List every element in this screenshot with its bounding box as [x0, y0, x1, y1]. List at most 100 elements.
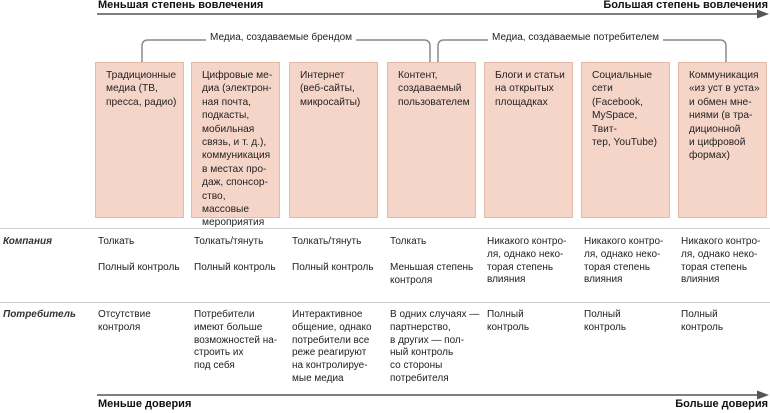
media-column-line: мероприятия [202, 217, 265, 229]
consumer-cell-line: Интерактивное [292, 309, 363, 320]
company-push-cell-line: торая степень [584, 261, 651, 273]
media-column-line: Традиционные [106, 70, 177, 81]
media-column-line: диционной [689, 123, 741, 135]
company-push-cell: Толкать/тянуть [292, 236, 361, 249]
media-column-line: мобильная [202, 123, 255, 135]
media-column-line: формах) [689, 150, 730, 162]
media-column-2: Цифровые ме-диа (электрон-ная почта,подк… [191, 62, 280, 228]
company-push-cell: Никакого контро-ля, однако неко-торая ст… [681, 236, 760, 287]
media-column-line: пресса, радио) [106, 96, 177, 108]
media-column-line: ниями (в тра- [689, 110, 753, 122]
consumer-cell-line: контроль [584, 321, 627, 333]
company-push-cell-line: торая степень [487, 261, 554, 273]
brand-bracket [141, 39, 431, 62]
top-axis-arrow [97, 9, 769, 19]
consumer-bracket [437, 39, 727, 62]
media-column-line: «из уст в уста» [689, 83, 760, 95]
company-push-cell-line: Толкать/тянуть [292, 236, 362, 247]
consumer-cell-line: общение, однако [292, 321, 372, 333]
company-push-cell-line: Никакого контро- [487, 236, 567, 247]
consumer-cell-line: контроль [487, 321, 530, 333]
consumer-cell-line: ный контроль [390, 347, 454, 359]
bottom-axis-arrow [97, 390, 769, 400]
media-column-line: площадках [495, 96, 548, 108]
company-push-cell: Толкать [98, 236, 134, 249]
consumer-cell-line: Полный [487, 309, 524, 320]
media-column-line: Коммуникация [689, 70, 759, 81]
company-push-cell: Никакого контро-ля, однако неко-торая ст… [584, 236, 663, 287]
consumer-cell-line: Отсутствие [98, 309, 151, 320]
company-control-cell: Полный контроль [98, 262, 180, 275]
consumer-cell-line: на контролируе- [292, 360, 368, 372]
separator-line [0, 228, 770, 229]
company-push-cell-line: ля, однако неко- [487, 248, 564, 260]
media-column-7: Коммуникация «из уст в уста»и обмен мне-н… [678, 62, 767, 218]
company-push-cell: Толкать [390, 236, 426, 249]
row-label-company: Компания [3, 236, 52, 247]
media-column-line: (веб-сайты, [300, 83, 355, 95]
consumer-cell-line: Полный [681, 309, 718, 320]
row-label-consumer: Потребитель [3, 309, 76, 320]
company-control-cell-line: контроля [390, 274, 433, 286]
bottom-axis-right-label: Больше доверия [675, 398, 768, 410]
media-column-line: тер, YouTube) [592, 137, 657, 149]
media-column-line: пользователем [398, 96, 470, 108]
company-push-cell-line: влияния [487, 274, 526, 286]
media-column-line: MySpace, Твит- [592, 110, 638, 135]
company-control-cell-line: Полный контроль [98, 262, 180, 273]
media-column-line: Социальные [592, 70, 653, 81]
media-column-3: Интернет(веб-сайты,микросайты) [289, 62, 378, 218]
consumer-cell-line: Полный [584, 309, 621, 320]
consumer-cell-line: в других — пол- [390, 334, 465, 346]
media-column-line: диа (электрон- [202, 83, 272, 95]
media-column-line: и цифровой [689, 137, 746, 149]
media-column-line: (Facebook, [592, 96, 643, 108]
top-axis-left-label: Меньшая степень вовлечения [98, 0, 264, 11]
media-column-line: ство, массовые [202, 190, 250, 216]
company-push-cell-line: Никакого контро- [584, 236, 664, 247]
media-column-line: даж, спонсор- [202, 177, 268, 189]
separator-line [0, 302, 770, 303]
consumer-cell-line: Потребители [194, 309, 255, 320]
consumer-cell-line: В одних случаях — [390, 309, 480, 320]
company-control-cell-line: Полный контроль [292, 262, 374, 273]
consumer-cell-line: имеют больше [194, 321, 263, 333]
bottom-axis-left-label: Меньше доверия [98, 398, 192, 410]
company-control-cell: Полный контроль [194, 262, 276, 275]
company-push-cell-line: торая степень [681, 261, 748, 273]
company-control-cell-line: Полный контроль [194, 262, 276, 273]
consumer-cell-line: партнерство, [390, 321, 451, 333]
media-column-line: Интернет [300, 70, 345, 81]
media-column-line: на открытых [495, 83, 554, 95]
media-column-line: подкасты, [202, 110, 250, 122]
top-axis-right-label: Большая степень вовлечения [603, 0, 768, 11]
consumer-cell-line: мые медиа [292, 372, 344, 384]
consumer-cell-line: реже реагируют [292, 347, 367, 359]
company-push-cell-line: Толкать/тянуть [194, 236, 264, 247]
company-push-cell-line: ля, однако неко- [681, 248, 758, 260]
brand-bracket-label: Медиа, создаваемые брендом [206, 32, 357, 43]
consumer-cell-line: со стороны [390, 360, 443, 372]
company-control-cell: Полный контроль [292, 262, 374, 275]
company-push-cell: Никакого контро-ля, однако неко-торая ст… [487, 236, 566, 287]
consumer-cell-line: строить их [194, 347, 244, 359]
consumer-cell-line: контроль [681, 321, 724, 333]
media-column-line: создаваемый [398, 83, 462, 95]
consumer-cell-line: возможностей на- [194, 334, 278, 346]
consumer-bracket-label: Медиа, создаваемые потребителем [488, 32, 664, 43]
media-column-line: связь, и т. д.), [202, 137, 267, 149]
company-push-cell-line: Толкать [98, 236, 135, 247]
media-column-line: и обмен мне- [689, 96, 752, 108]
media-column-line: в местах про- [202, 163, 267, 175]
media-column-line: коммуникация [202, 150, 271, 162]
company-control-cell-line: Меньшая степень [390, 262, 474, 273]
consumer-cell-line: потребители все [292, 334, 370, 346]
